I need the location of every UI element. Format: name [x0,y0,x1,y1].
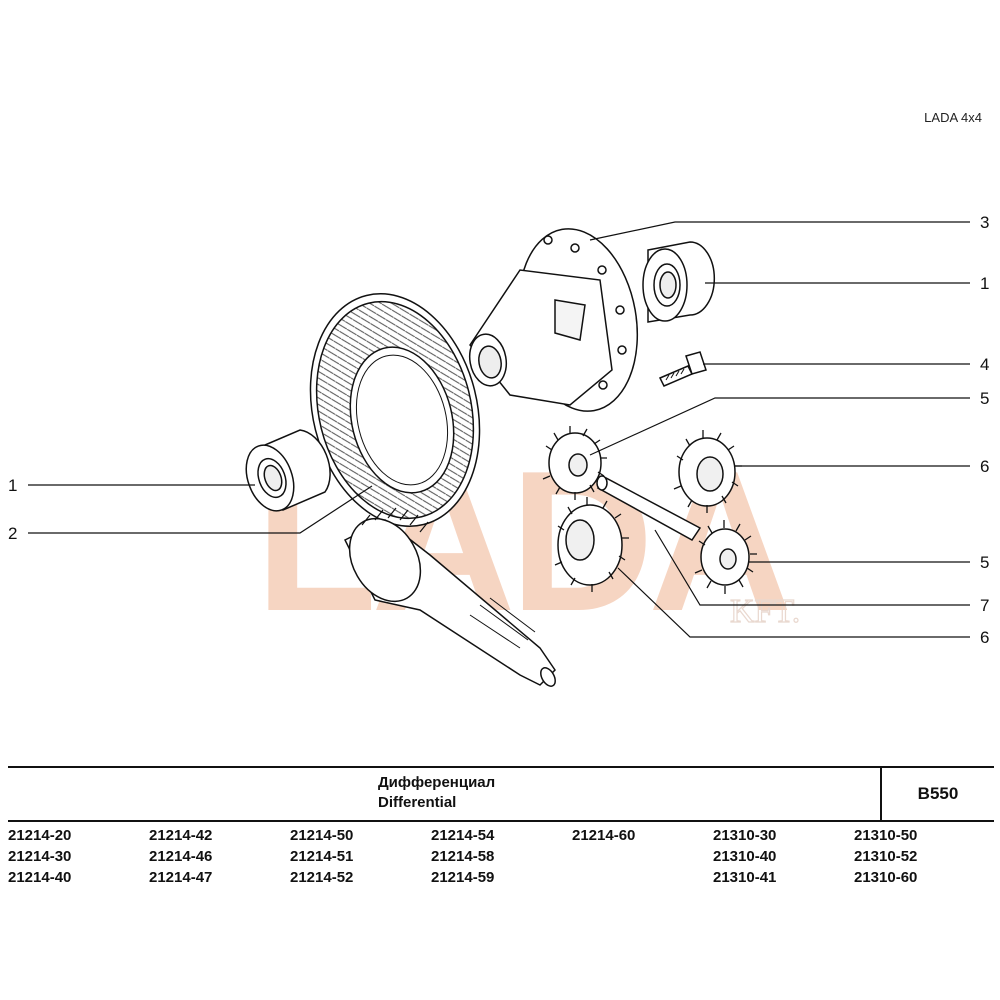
bolt [658,351,707,387]
model-column: 21214-42 21214-46 21214-47 [149,825,290,888]
model-code: 21310-50 [854,827,918,844]
side-gear-bottom [554,497,629,592]
brand-label: LADA 4x4 [924,110,982,125]
callout-numbers: 1 2 3 1 4 5 6 5 7 6 [8,213,989,647]
model-code: 21214-54 [431,827,495,844]
callout-label: 3 [980,213,989,232]
ring-gear [309,293,481,527]
bearing-right [642,241,716,323]
callout-label: 1 [980,274,989,293]
model-column: 21214-60 [572,825,713,888]
satellite-gear-bottom [694,520,757,594]
model-code: 21214-42 [149,827,213,844]
model-code: 21310-41 [713,869,777,886]
callout-label: 2 [8,524,17,543]
model-code: 21310-30 [713,827,777,844]
model-code: 21310-40 [713,848,777,865]
title-cell: Дифференциал Differential [8,768,882,820]
callout-label: 6 [980,628,989,647]
callout-label: 6 [980,457,989,476]
satellite-gear-top [542,426,607,500]
model-code: 21214-47 [149,869,213,886]
differential-case [468,228,639,412]
model-code: 21214-50 [290,827,354,844]
bearing-left [245,429,331,512]
model-column: 21214-20 21214-30 21214-40 [8,825,149,888]
model-code: 21214-30 [8,848,72,865]
model-code: 21310-52 [854,848,918,865]
leader-lines [28,221,970,638]
model-code: 21214-60 [572,827,636,844]
model-column: 21214-54 21214-58 21214-59 [431,825,572,888]
callout-label: 7 [980,596,989,615]
differential-exploded-diagram: LADA KFT. [8,213,989,687]
diagram-code: B550 [917,784,959,803]
callout-label: 5 [980,553,989,572]
title-russian: Дифференциал [378,774,496,791]
model-code: 21214-46 [149,848,213,865]
callout-label: 5 [980,389,989,408]
model-column: 21214-50 21214-51 21214-52 [290,825,431,888]
satellite-shaft [596,475,702,541]
drive-pinion [343,507,556,687]
callout-label: 1 [8,476,17,495]
model-code: 21214-20 [8,827,72,844]
title-english: Differential [378,794,457,811]
model-code: 21214-40 [8,869,72,886]
watermark-subtext: KFT. [730,593,800,630]
model-column: 21310-50 21310-52 21310-60 [854,825,995,888]
model-code: 21214-59 [431,869,495,886]
model-column: 21310-30 21310-40 21310-41 [713,825,854,888]
model-code: 21310-60 [854,869,918,886]
callout-label: 4 [980,355,989,374]
title-block: Дифференциал Differential B550 [8,766,994,822]
side-gear-top [673,430,742,513]
model-code: 21214-52 [290,869,354,886]
model-code: 21214-51 [290,848,354,865]
model-list: 21214-20 21214-30 21214-40 21214-42 21214-46… [8,825,994,888]
model-code: 21214-58 [431,848,495,865]
